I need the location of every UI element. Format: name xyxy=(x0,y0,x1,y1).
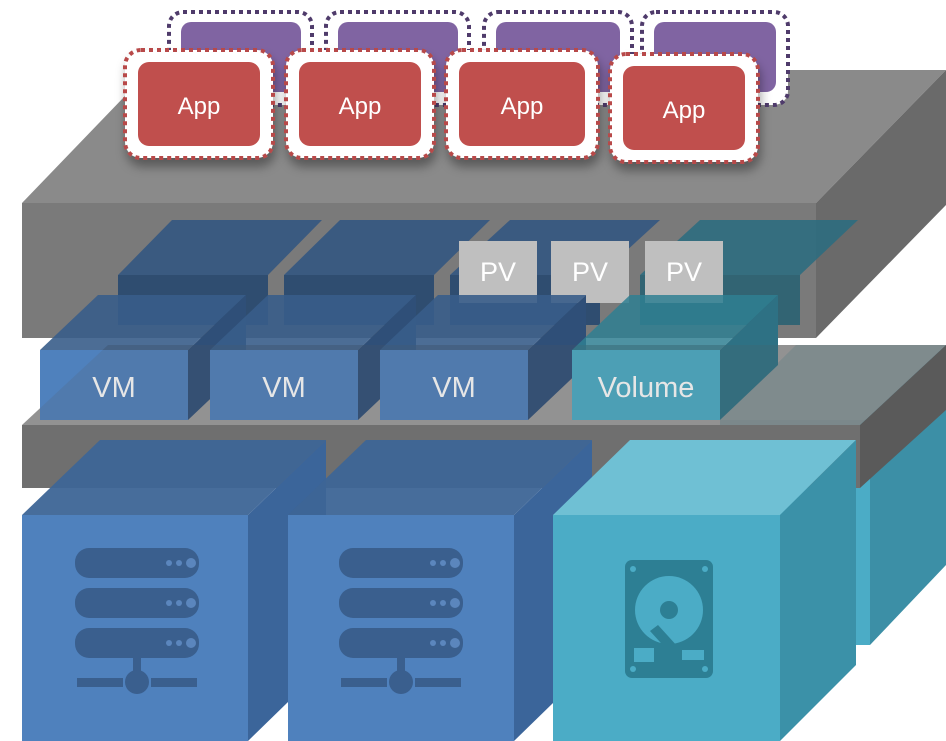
vm-box: VM xyxy=(210,295,416,420)
vm-label: VM xyxy=(262,372,306,404)
persistent-volume-row: PV PV PV xyxy=(459,241,723,303)
app-row: App App App App xyxy=(123,48,760,164)
pv-box xyxy=(459,241,537,303)
volume-box: Volume xyxy=(572,295,778,420)
app-label: App xyxy=(339,93,382,120)
pv-label: PV xyxy=(480,257,516,287)
app-label: App xyxy=(501,93,544,120)
server-host-block xyxy=(288,440,592,741)
host-row xyxy=(22,440,856,741)
vm-label: VM xyxy=(432,372,476,404)
app-label: App xyxy=(663,97,706,124)
server-host-block xyxy=(22,440,326,741)
pv-box xyxy=(645,241,723,303)
vm-box: VM xyxy=(380,295,586,420)
vm-row: VM VM VM Volume xyxy=(40,295,778,420)
app-container: App xyxy=(123,48,275,160)
app-container: App xyxy=(284,48,436,160)
pv-box xyxy=(551,241,629,303)
app-container: App xyxy=(444,48,600,160)
app-container: App xyxy=(608,52,760,164)
pv-label: PV xyxy=(666,257,702,287)
hard-disk-icon xyxy=(625,560,713,678)
app-label: App xyxy=(178,93,221,120)
vm-label: VM xyxy=(92,372,136,404)
volume-label: Volume xyxy=(598,372,695,404)
storage-host-block xyxy=(553,440,856,741)
pv-label: PV xyxy=(572,257,608,287)
